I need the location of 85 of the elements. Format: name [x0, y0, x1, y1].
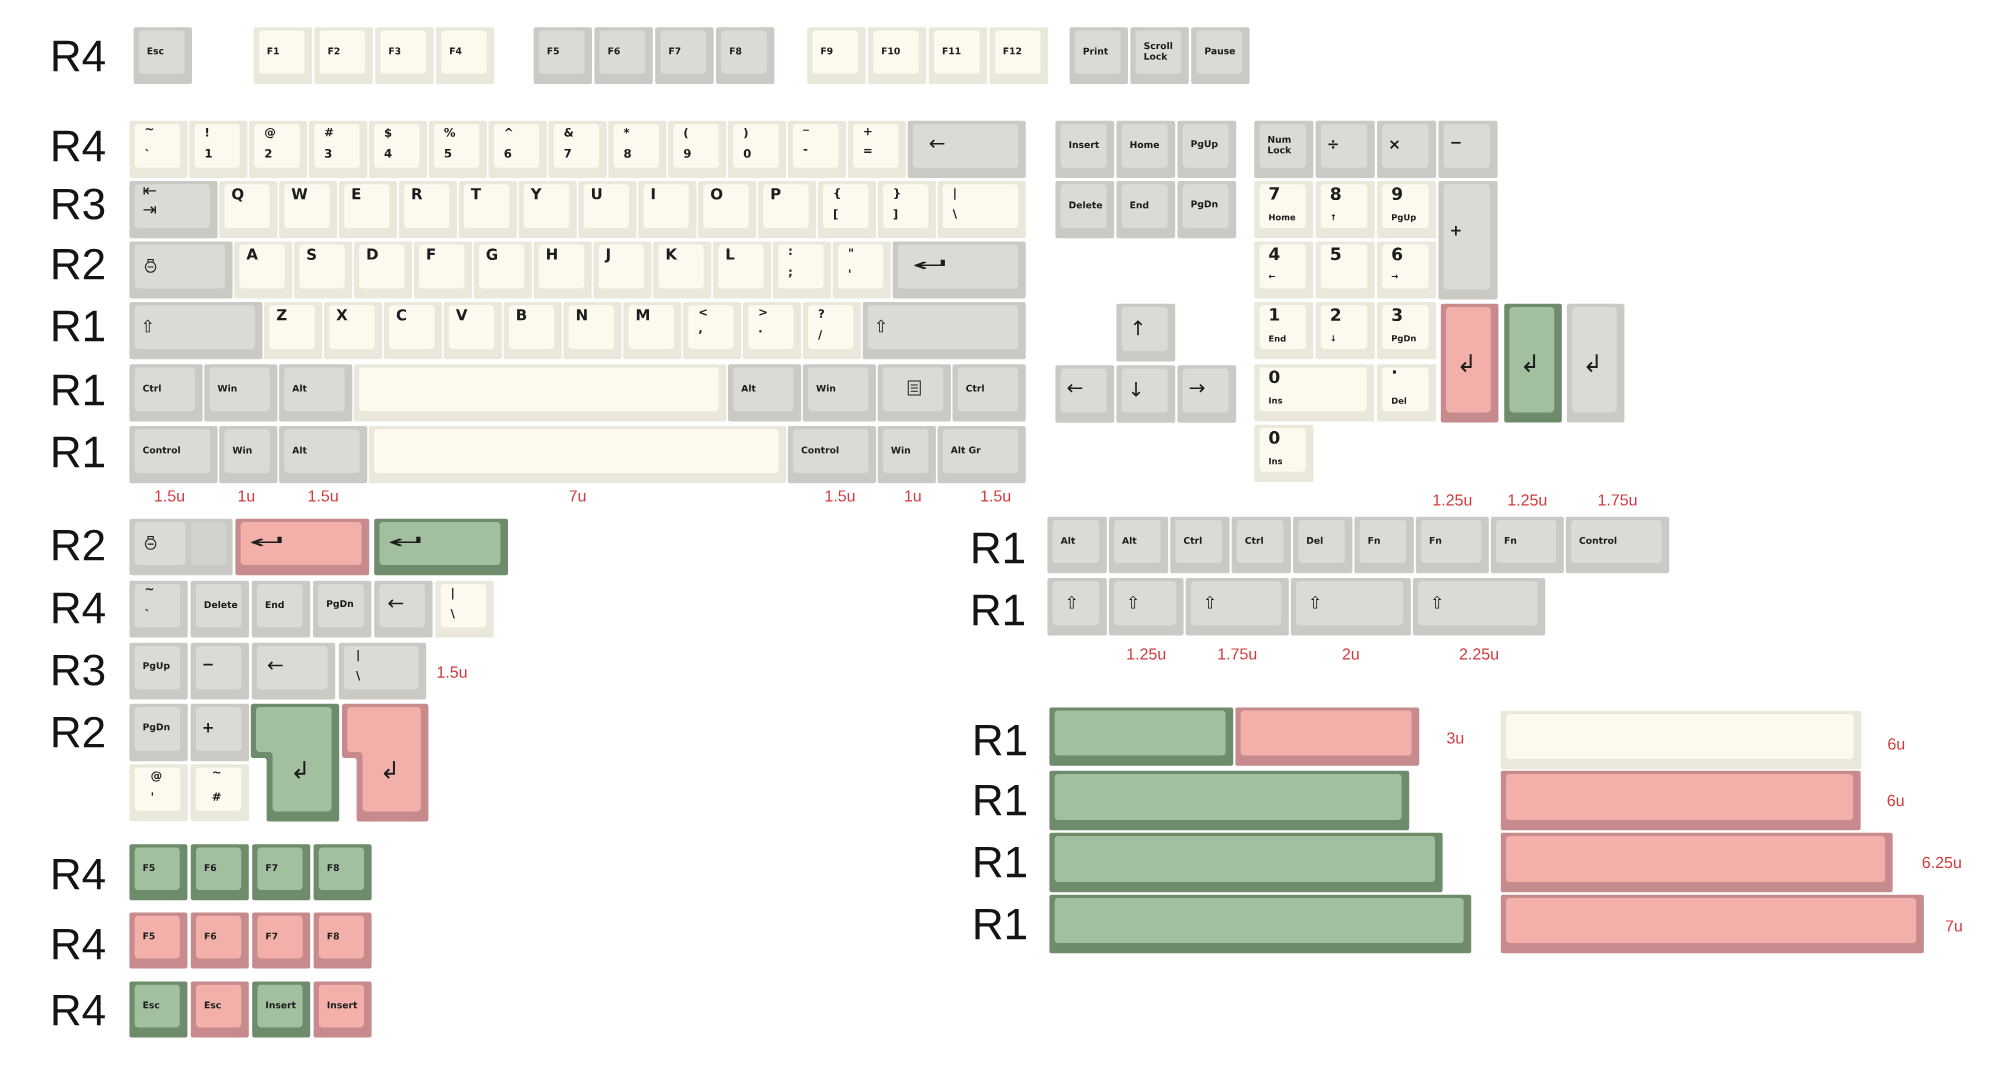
node-label: ← [1067, 384, 1083, 393]
size-label: 1.25u [1508, 494, 1547, 506]
keycap: ← [907, 120, 1026, 178]
keycap [1049, 894, 1472, 954]
size-label: 3u [1447, 732, 1464, 744]
node-label: 5 [1331, 247, 1341, 261]
node-label: ← [267, 661, 283, 670]
keycap: ↲ [250, 703, 340, 822]
node-label: 0 [1269, 370, 1280, 384]
row-label: R1 [53, 374, 104, 406]
keycap: ↵ [235, 518, 370, 576]
row-label: R4 [53, 994, 105, 1026]
size-label: 2u [1342, 648, 1359, 660]
node-label: 7 [1269, 187, 1279, 200]
keycap: ← [374, 580, 433, 638]
keycap: ↓ [1116, 365, 1176, 423]
keycap: 5 [1315, 241, 1375, 299]
node-label: ⇧ [1128, 595, 1138, 609]
row-label: R4 [53, 40, 105, 72]
keycap: ← [1055, 365, 1115, 423]
size-label: 1.5u [437, 666, 467, 678]
size-label: 6u [1887, 794, 1904, 807]
size-label: 1.5u [981, 490, 1011, 502]
keycap: ↲ [1440, 303, 1499, 423]
row-label: R1 [53, 436, 104, 468]
keycap: ↲ [1504, 303, 1562, 423]
size-label: 6.25u [1922, 856, 1961, 869]
keycap: ⇧ [129, 302, 263, 360]
size-label: 1u [238, 490, 255, 502]
keycap [1049, 707, 1234, 766]
keycap: ⇤ ⇥ [129, 181, 218, 239]
size-label: 2.25u [1459, 648, 1498, 660]
keycap: ↵ [374, 518, 508, 576]
keycap [353, 364, 727, 422]
size-label: 1.25u [1433, 494, 1472, 506]
row-label: R2 [53, 716, 104, 748]
row-label: R1 [975, 908, 1026, 940]
row-label: R4 [53, 928, 105, 960]
node-label: 4 [1269, 247, 1280, 260]
size-label: 7u [569, 490, 586, 502]
node-label: ⇧ [1310, 595, 1320, 609]
keycap: ⇧ [1185, 578, 1289, 636]
keycap: ↲ [342, 703, 429, 822]
node-label: ⇧ [1205, 595, 1215, 609]
node-label: 8 [1330, 187, 1341, 201]
keycap: ⇧ [862, 302, 1026, 360]
row-label: R3 [53, 654, 105, 686]
keycap [1049, 832, 1443, 893]
row-label: R4 [53, 858, 105, 890]
row-label: R2 [53, 529, 104, 561]
keycap: ⇧ [1108, 578, 1184, 636]
node-label: ⇧ [1432, 595, 1442, 609]
keycap [1049, 770, 1410, 831]
row-label: R1 [973, 532, 1024, 564]
size-label: 1.5u [308, 490, 338, 502]
keycap: ↑ [1116, 303, 1176, 362]
node-label: ⇧ [1067, 595, 1076, 609]
row-label: R1 [973, 594, 1024, 626]
keycap: ⇧ [1290, 578, 1411, 636]
row-label: R1 [975, 724, 1026, 756]
size-label: 1.75u [1218, 648, 1257, 660]
keycap: ⇧ [1047, 578, 1107, 636]
keycap: ↲ [1566, 303, 1625, 423]
row-label: R1 [53, 310, 104, 342]
size-label: 1.5u [825, 490, 855, 502]
row-label: R4 [53, 130, 105, 162]
size-label: 1.5u [155, 490, 184, 502]
row-label: R1 [975, 784, 1026, 816]
size-label: 1.75u [1598, 494, 1637, 506]
row-label: R3 [53, 188, 105, 220]
keycap: ← [251, 642, 336, 700]
node-label: 2 [1331, 308, 1341, 321]
row-label: R4 [53, 592, 105, 624]
row-label: R2 [53, 248, 104, 280]
row-label: R1 [975, 846, 1026, 878]
node-label: ↓ [1131, 381, 1141, 397]
keycap: → [1177, 365, 1237, 423]
size-label: 6u [1888, 738, 1905, 750]
size-label: 7u [1945, 920, 1962, 932]
keycap: ↵ [892, 241, 1026, 299]
node-label: → [1189, 384, 1205, 393]
keycap: ⇧ [1412, 578, 1546, 636]
node-label: 1 [1270, 308, 1280, 321]
size-label: 1u [905, 490, 921, 502]
size-label: 1.25u [1127, 648, 1166, 660]
